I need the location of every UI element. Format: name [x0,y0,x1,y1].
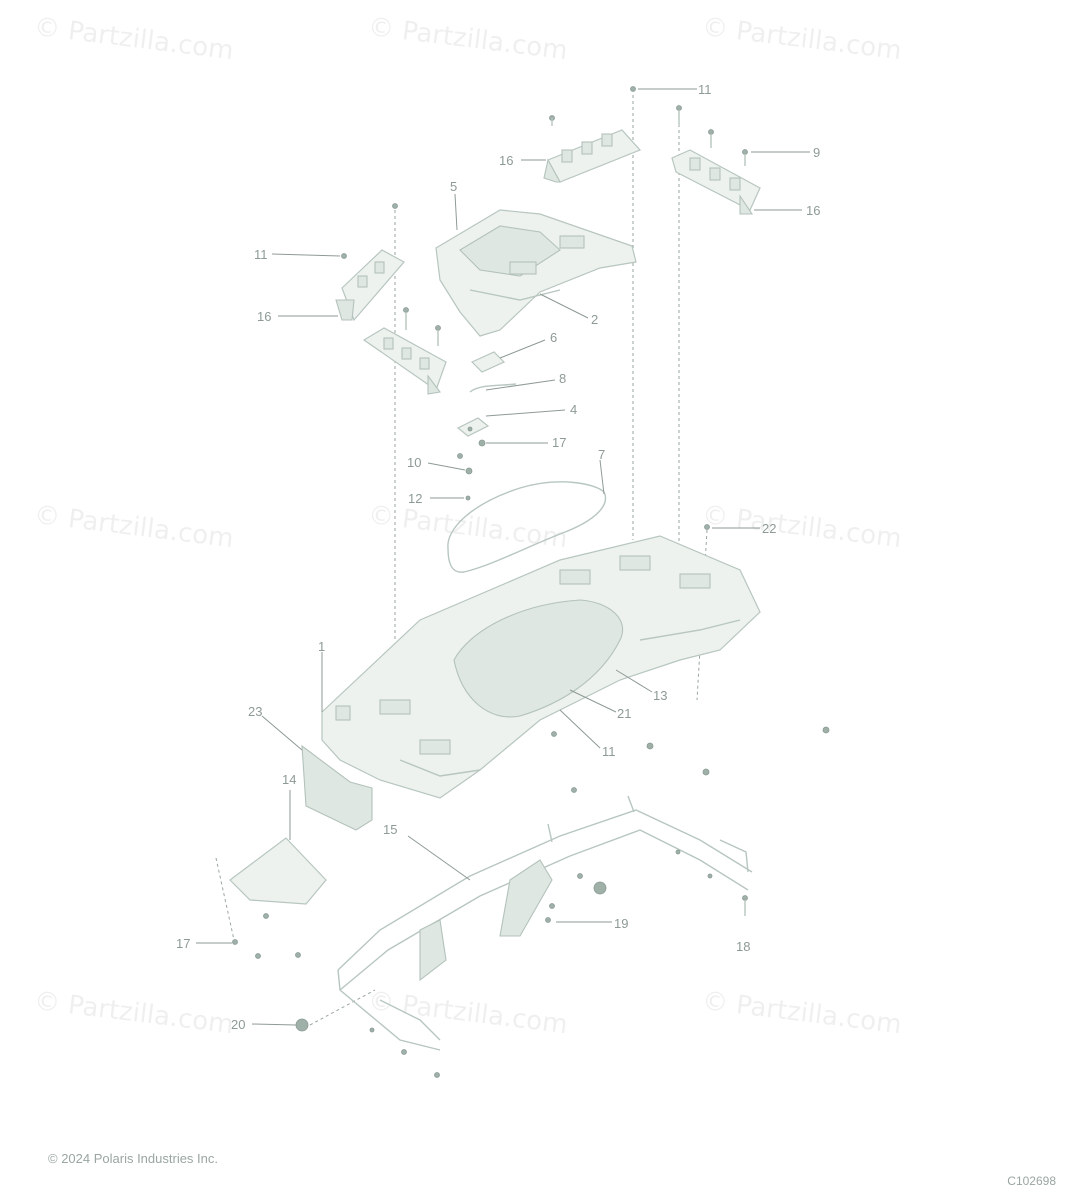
bracket-left-upper [335,249,405,322]
callout-labels: 11 16 9 16 5 11 16 2 6 8 4 17 10 7 12 22… [176,82,820,1032]
callout-5: 5 [450,179,457,194]
callout-11: 11 [254,247,268,262]
callout-4: 4 [570,402,577,417]
callout-10: 10 [407,455,421,470]
storage-cover [435,209,637,337]
callout-15: 15 [383,822,397,837]
callout-8: 8 [559,371,566,386]
callout-19: 19 [614,916,628,931]
callout-11: 11 [698,82,712,97]
copyright-notice: © 2024 Polaris Industries Inc. [48,1151,218,1166]
callout-16: 16 [257,309,271,324]
callout-17: 17 [552,435,566,450]
cable-8 [469,383,517,393]
callout-7: 7 [598,447,605,462]
rear-frame-tube [337,795,753,1051]
gasket-seal [447,481,607,573]
callout-16: 16 [806,203,820,218]
callout-16: 16 [499,153,513,168]
callout-14: 14 [282,772,296,787]
mud-flap [301,744,373,831]
callout-1: 1 [318,639,325,654]
callout-23: 23 [248,704,262,719]
plate-4 [456,417,490,437]
latch-6 [470,351,506,373]
bracket-upper-left [543,129,642,183]
callout-18: 18 [736,939,750,954]
callout-20: 20 [231,1017,245,1032]
callout-9: 9 [813,145,820,160]
bracket-left-lower [362,327,447,395]
callout-21: 21 [617,706,631,721]
callout-17: 17 [176,936,190,951]
bracket-upper-right [671,149,761,215]
callout-22: 22 [762,521,776,536]
leader-lines [196,88,810,1026]
callout-6: 6 [550,330,557,345]
callout-11: 11 [602,744,616,759]
figure-code: C102698 [1007,1174,1056,1188]
callout-12: 12 [408,491,422,506]
rear-rack-main [321,535,761,799]
fasteners [232,86,830,1078]
shield-panel [229,837,327,905]
callout-13: 13 [653,688,667,703]
callout-2: 2 [591,312,598,327]
